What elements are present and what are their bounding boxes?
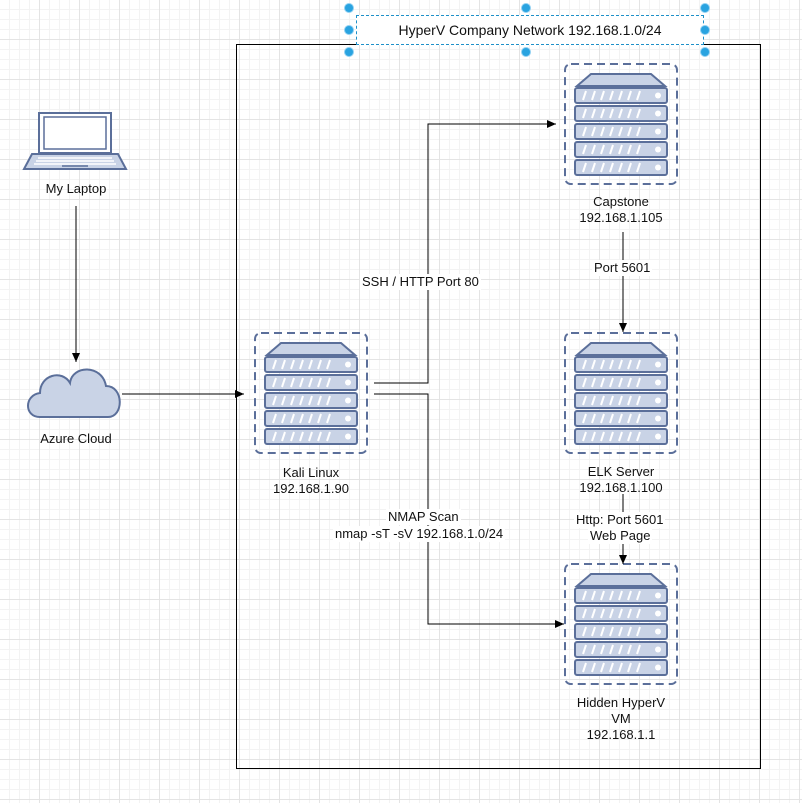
server-icon (564, 332, 678, 454)
edge-label-capstone-elk: Port 5601 (592, 260, 653, 276)
selection-handle[interactable] (344, 47, 354, 57)
elk-name: ELK Server (587, 464, 655, 479)
kali-ip: 192.168.1.90 (273, 481, 349, 496)
capstone-ip: 192.168.1.105 (579, 210, 663, 225)
cloud-label: Azure Cloud (40, 431, 112, 446)
laptop-label: My Laptop (45, 181, 107, 196)
edge-label-kali-hidden-1: NMAP Scan (386, 509, 461, 525)
server-icon (254, 332, 368, 454)
server-unit-stack (574, 87, 668, 176)
selection-handle[interactable] (344, 25, 354, 35)
cloud-icon (27, 368, 121, 418)
edge-kali-capstone (374, 120, 556, 384)
capstone-name: Capstone (593, 194, 649, 209)
elk-ip: 192.168.1.100 (579, 480, 663, 495)
edge-label-elk-hidden-1: Http: Port 5601 (574, 512, 666, 528)
edge-label-kali-capstone: SSH / HTTP Port 80 (360, 274, 481, 290)
selection-handle[interactable] (700, 25, 710, 35)
server-icon (564, 563, 678, 685)
selection-handle[interactable] (344, 3, 354, 13)
selection-handle[interactable] (521, 47, 531, 57)
network-title[interactable]: HyperV Company Network 192.168.1.0/24 (356, 15, 704, 45)
network-title-text: HyperV Company Network 192.168.1.0/24 (398, 22, 662, 38)
selection-handle[interactable] (521, 3, 531, 13)
selection-handle[interactable] (700, 3, 710, 13)
hidden-name-line1: Hidden HyperV (576, 695, 666, 710)
laptop-icon (22, 112, 128, 170)
kali-name: Kali Linux (282, 465, 340, 480)
edge-label-elk-hidden-2: Web Page (588, 528, 653, 544)
hidden-ip: 192.168.1.1 (586, 727, 656, 742)
server-icon (564, 63, 678, 185)
server-unit-stack (574, 356, 668, 445)
network-boundary (236, 44, 761, 769)
edge-label-kali-hidden-2: nmap -sT -sV 192.168.1.0/24 (333, 526, 506, 542)
server-unit-stack (574, 587, 668, 676)
selection-handle[interactable] (700, 47, 710, 57)
server-unit-stack (264, 356, 358, 445)
hidden-name-line2: VM (611, 711, 631, 726)
